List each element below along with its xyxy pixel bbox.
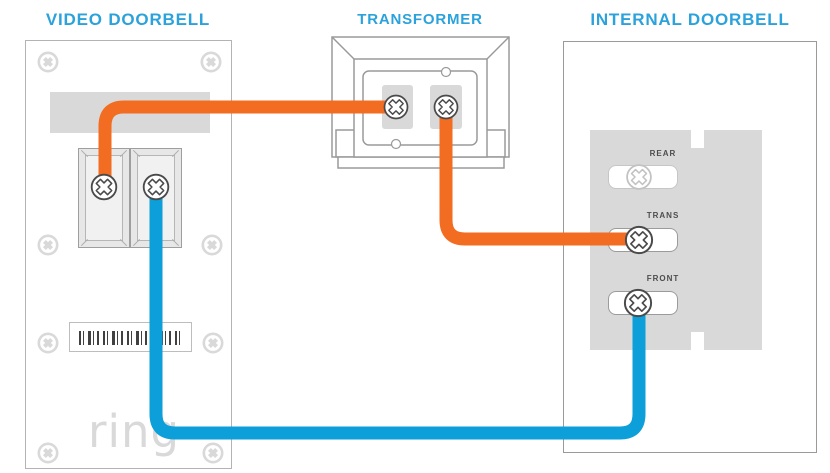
corner-screw-icon (37, 442, 59, 464)
terminal-rear-label: REAR (649, 149, 677, 158)
corner-screws (37, 51, 224, 464)
internal-doorbell-title: INTERNAL DOORBELL (590, 10, 790, 29)
terminal-trans-label: TRANS (646, 211, 680, 220)
video-terminal-screw-left-icon (90, 173, 118, 201)
transformer-notch-top (440, 66, 452, 78)
mounting-plate-notch-bottom (691, 332, 704, 350)
video-terminal-screw-right-icon (142, 173, 170, 201)
corner-screw-icon (200, 51, 222, 73)
front-terminal-screw-icon (623, 288, 653, 318)
transformer-box (331, 36, 510, 169)
orange-wire-doorbell-to-transformer (98, 100, 396, 193)
corner-screw-icon (37, 51, 59, 73)
transformer-notch-bottom (390, 138, 402, 150)
video-doorbell-title: VIDEO DOORBELL (45, 10, 211, 29)
transformer-screw-left-icon (383, 94, 409, 120)
trans-terminal-screw-icon (624, 225, 654, 255)
blue-wire-doorbell-to-chime (149, 188, 646, 440)
corner-screw-icon (37, 332, 59, 354)
orange-wire-transformer-to-chime (439, 107, 639, 246)
corner-screw-icon (202, 332, 224, 354)
corner-screw-icon (201, 234, 223, 256)
rear-terminal-screw-icon (626, 164, 652, 190)
terminal-front-label: FRONT (646, 274, 680, 283)
mounting-plate-notch-top (691, 130, 704, 148)
transformer-screw-right-icon (433, 94, 459, 120)
transformer-title: TRANSFORMER (357, 11, 483, 28)
corner-screw-icon (37, 234, 59, 256)
corner-screw-icon (202, 442, 224, 464)
